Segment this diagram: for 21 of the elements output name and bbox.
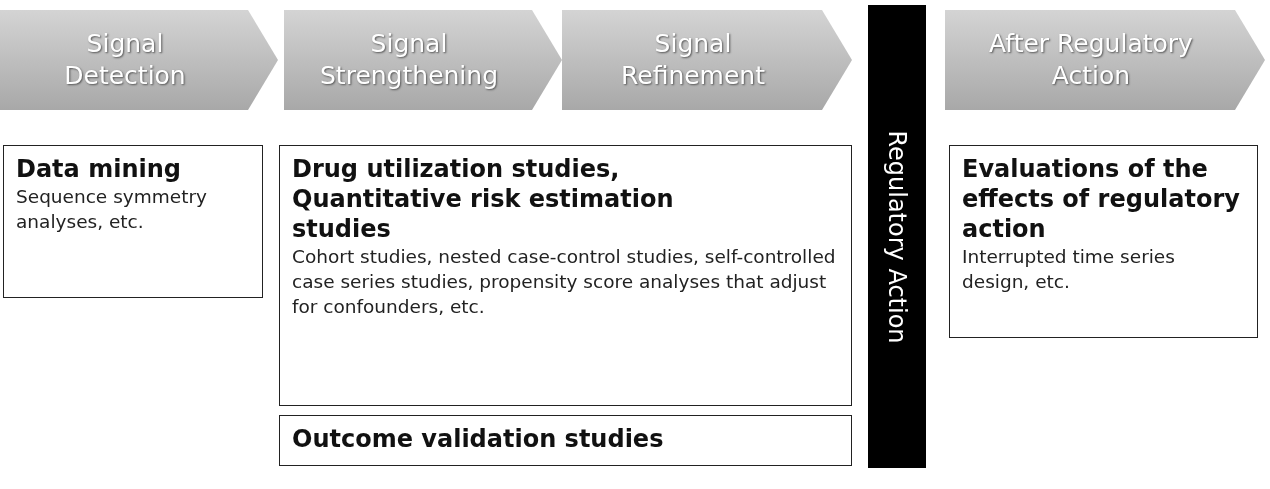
text-box — [949, 145, 1258, 338]
box-heading: Data mining — [16, 154, 182, 184]
box-body-text: Interrupted time series design, etc. — [962, 245, 1176, 294]
stage-banner — [0, 10, 278, 110]
stage-label: After Regulatory Action — [988, 28, 1194, 92]
stage-banner — [945, 10, 1265, 110]
stage-label: Signal Detection — [63, 28, 187, 92]
text-box — [3, 145, 263, 298]
stage-label: Signal Refinement — [620, 28, 766, 92]
text-box — [279, 145, 852, 406]
vertical-bar — [868, 5, 926, 468]
box-body-text: Cohort studies, nested case-control studies, self-controlled case series studies, propensity score analyses that adjust for confounders, etc. — [292, 245, 837, 319]
stage-banner — [562, 10, 852, 110]
bar-label: Regulatory Action — [883, 129, 911, 344]
stage-banner — [284, 10, 562, 110]
box-heading: Outcome validation studies — [292, 424, 665, 454]
box-heading: Evaluations of the effects of regulatory action — [962, 154, 1241, 244]
box-body-text: Sequence symmetry analyses, etc. — [16, 185, 208, 234]
stage-label: Signal Strengthening — [319, 28, 499, 92]
box-heading: Drug utilization studies, Quantitative risk estimation studies — [292, 154, 675, 244]
text-box — [279, 415, 852, 466]
